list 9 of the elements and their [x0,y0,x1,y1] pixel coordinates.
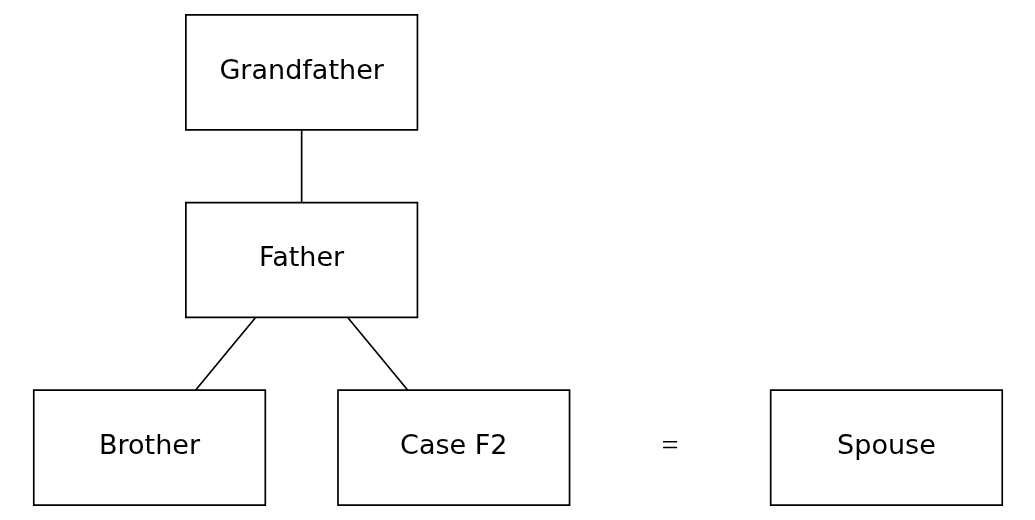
node-box: Grandfather [184,14,418,131]
connector [300,129,302,204]
connector [346,317,408,391]
node-box: Spouse [769,389,1003,506]
node-box: Brother [32,389,266,506]
node-box: Father [184,201,418,319]
label: = [661,428,679,463]
node-box: Case F2 [336,389,570,506]
connector [194,317,256,391]
